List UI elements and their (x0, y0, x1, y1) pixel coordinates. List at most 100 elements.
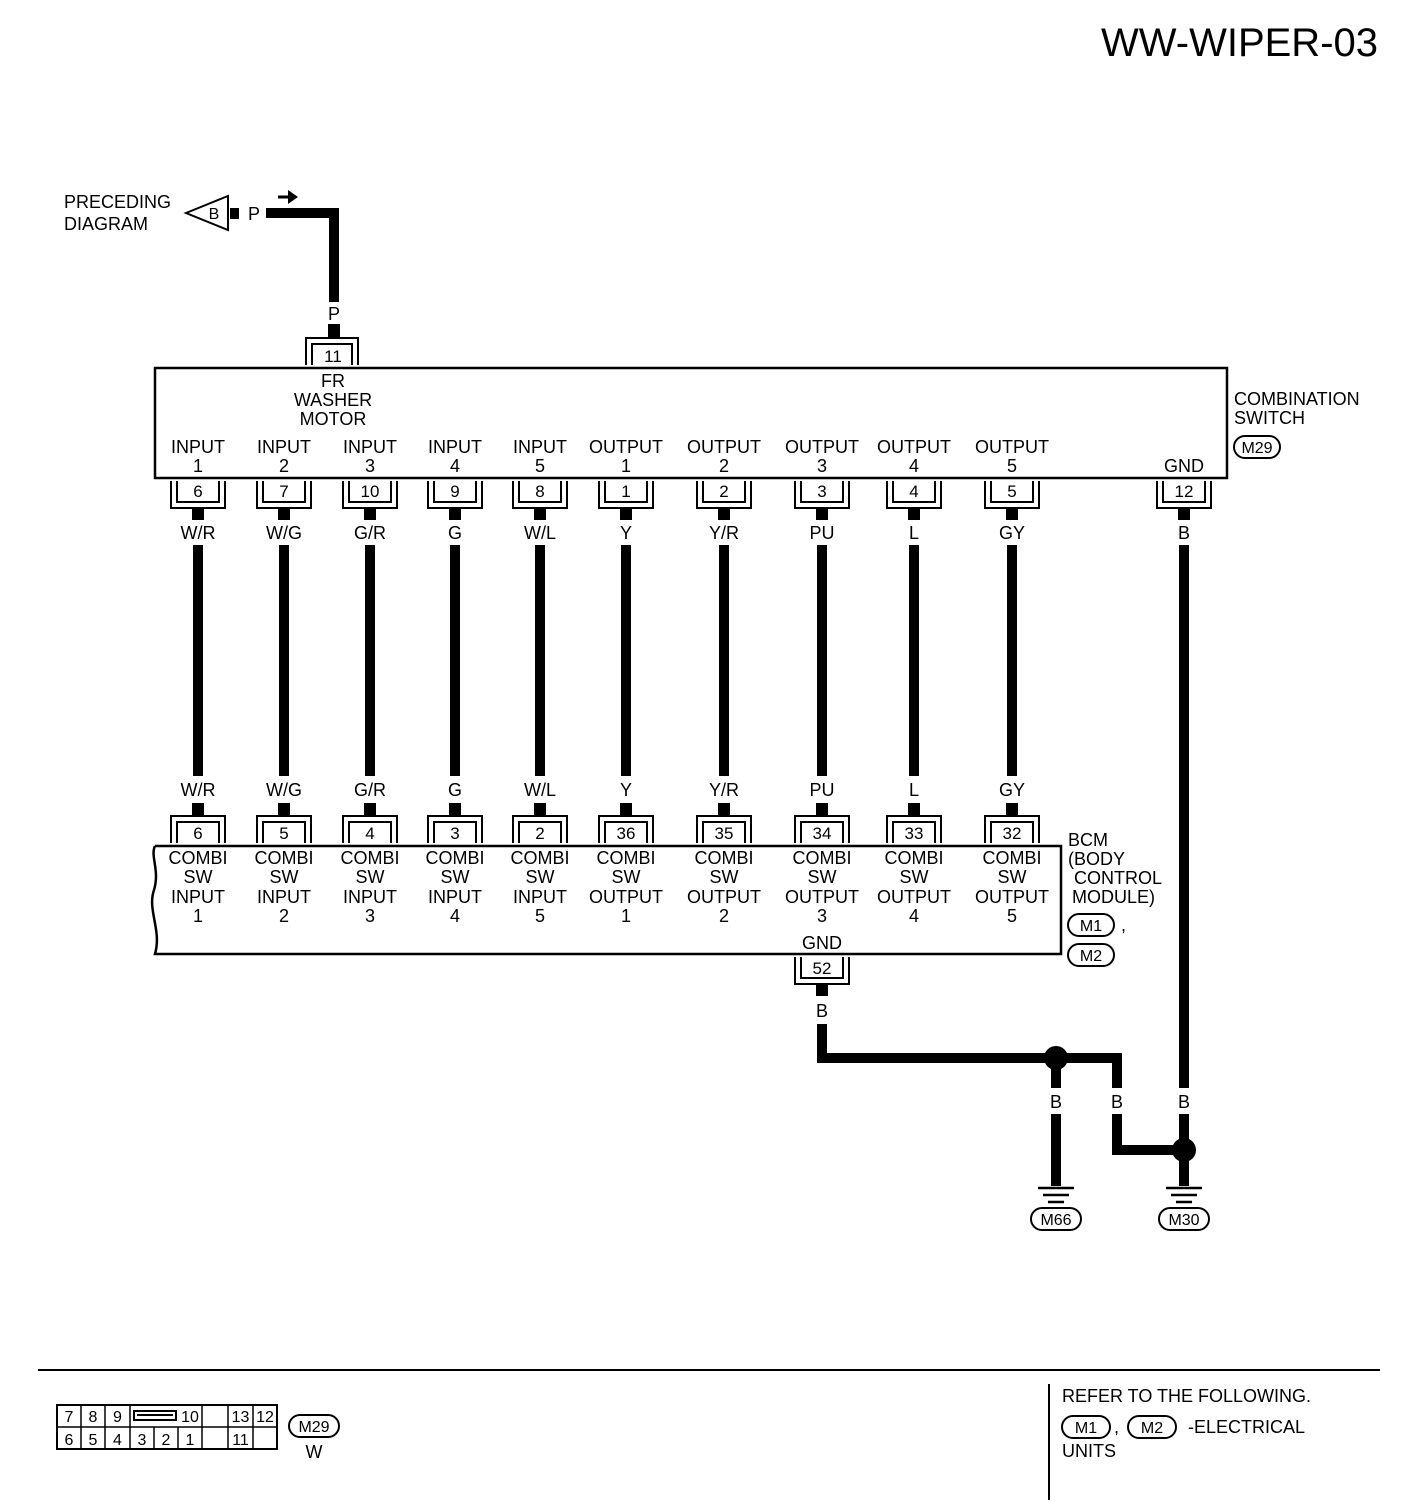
bcm-name-1: BCM (1068, 830, 1108, 850)
switch-terminal-number-1: 2 (279, 456, 289, 476)
connector-latch (133, 1410, 177, 1421)
jumper-wire-upper (1056, 1053, 1122, 1088)
switch-pin-stub-9 (1006, 508, 1018, 520)
bcm-gnd-label: GND (802, 933, 842, 953)
preceding-line2: DIAGRAM (64, 214, 148, 234)
switch-terminal-label-0: INPUT (171, 437, 225, 457)
bcm-terminal-l2-1: SW (270, 867, 299, 887)
bcm-terminal-l2-2: SW (356, 867, 385, 887)
preceding-flag-label: B (209, 206, 220, 223)
switch-terminal-label-9: OUTPUT (975, 437, 1049, 457)
switch-pin-stub-7 (816, 508, 828, 520)
bcm-terminal-l3-7: OUTPUT (785, 887, 859, 907)
wire-label-top-9: GY (999, 523, 1025, 543)
bcm-connector-bracket-8 (886, 815, 942, 843)
switch-terminal-label-7: OUTPUT (785, 437, 859, 457)
washer-pin-stub (328, 324, 340, 338)
bcm-terminal-l1-2: COMBI (340, 848, 399, 868)
direction-arrowhead (288, 190, 298, 204)
bcm-terminal-l4-7: 3 (817, 906, 827, 926)
ground-m30: M30 (1168, 1212, 1199, 1229)
bcm-terminal-l4-5: 1 (621, 906, 631, 926)
preceding-line1: PRECEDING (64, 192, 171, 212)
jumper-wire-label: B (1111, 1092, 1123, 1112)
connector-view-oval (288, 1414, 340, 1438)
switch-pin-stub-2 (364, 508, 376, 520)
bcm-pin-stub-8 (908, 803, 920, 815)
washer-pin: 11 (324, 347, 342, 366)
left-drop-wire-label: B (1050, 1092, 1062, 1112)
ground-oval-m30 (1158, 1207, 1210, 1231)
bcm-terminal-l4-1: 2 (279, 906, 289, 926)
connector-top-cell-6: 13 (232, 1409, 250, 1426)
bcm-pin-8: 33 (905, 824, 924, 843)
combination-switch-name-2: SWITCH (1234, 408, 1305, 428)
bcm-pin-4: 2 (535, 824, 544, 843)
preceding-wire-label: P (248, 204, 260, 224)
connector-top-cell-7: 12 (256, 1409, 274, 1426)
bcm-pin-6: 35 (715, 824, 734, 843)
switch-pin-stub-4 (534, 508, 546, 520)
connector-bottom-cell-7: 11 (232, 1432, 249, 1449)
washer-label-1: FR (321, 371, 345, 391)
combination-switch-connector-oval (1233, 435, 1281, 459)
bcm-terminal-l1-7: COMBI (792, 848, 851, 868)
wire-label-top-1: W/G (266, 523, 302, 543)
bcm-connector-oval-2 (1067, 943, 1115, 967)
jumper-wire-lower (1112, 1114, 1184, 1155)
bcm-terminal-l4-8: 4 (909, 906, 919, 926)
switch-pin-stub-8 (908, 508, 920, 520)
switch-terminal-label-8: OUTPUT (877, 437, 951, 457)
bcm-pin-9: 32 (1003, 824, 1022, 843)
bcm-terminal-l4-2: 3 (365, 906, 375, 926)
switch-terminal-label-6: OUTPUT (687, 437, 761, 457)
signal-columns: INPUT16W/RW/R6COMBISWINPUT1INPUT27W/GW/G… (168, 437, 1049, 926)
bcm-terminal-l1-4: COMBI (510, 848, 569, 868)
switch-gnd-label: GND (1164, 456, 1204, 476)
switch-pin-3: 9 (450, 482, 459, 501)
wire-label-top-5: Y (620, 523, 632, 543)
bcm-terminal-l2-9: SW (998, 867, 1027, 887)
switch-pin-0: 6 (193, 482, 202, 501)
bcm-terminal-l3-0: INPUT (171, 887, 225, 907)
ground-oval-m66 (1030, 1207, 1082, 1231)
bcm-terminal-l4-9: 5 (1007, 906, 1017, 926)
connector-top-cell-2: 9 (113, 1409, 122, 1426)
bcm-terminal-l3-2: INPUT (343, 887, 397, 907)
bcm-pin-5: 36 (617, 824, 636, 843)
bcm-connector-bracket-1 (256, 815, 312, 843)
bcm-terminal-l3-9: OUTPUT (975, 887, 1049, 907)
switch-pin-stub-3 (449, 508, 461, 520)
wire-label-bottom-9: GY (999, 780, 1025, 800)
bcm-terminal-l2-3: SW (441, 867, 470, 887)
preceding-diagram: PRECEDING DIAGRAM B P P (64, 190, 340, 338)
wire-label-top-0: W/R (181, 523, 216, 543)
bcm-pin-1: 5 (279, 824, 288, 843)
bcm-pin-stub-9 (1006, 803, 1018, 815)
washer-label-2: WASHER (294, 390, 372, 410)
wire-label-bottom-8: L (909, 780, 919, 800)
switch-pin-1: 7 (279, 482, 288, 501)
bcm-connector-bracket-2 (342, 815, 398, 843)
switch-pin-9: 5 (1007, 482, 1016, 501)
bcm-connector-1: M1 (1080, 918, 1102, 935)
switch-pin-stub-5 (620, 508, 632, 520)
bcm-terminal-l1-0: COMBI (168, 848, 227, 868)
washer-connector-bracket (305, 337, 359, 365)
refer-oval-m2 (1127, 1415, 1177, 1439)
bcm-terminal-l2-7: SW (808, 867, 837, 887)
bcm-terminal-l4-6: 2 (719, 906, 729, 926)
ground-m66: M66 (1040, 1212, 1071, 1229)
switch-terminal-number-7: 3 (817, 456, 827, 476)
wire-label-bottom-2: G/R (354, 780, 386, 800)
bcm-pin-stub-5 (620, 803, 632, 815)
bcm-pin-stub-6 (718, 803, 730, 815)
switch-pin-stub-1 (278, 508, 290, 520)
wire-label-bottom-3: G (448, 780, 462, 800)
bcm-pin-stub-1 (278, 803, 290, 815)
bcm-terminal-l1-8: COMBI (884, 848, 943, 868)
bcm-terminal-l4-3: 4 (450, 906, 460, 926)
bcm-terminal-l3-4: INPUT (513, 887, 567, 907)
bcm-connector-bracket-4 (512, 815, 568, 843)
